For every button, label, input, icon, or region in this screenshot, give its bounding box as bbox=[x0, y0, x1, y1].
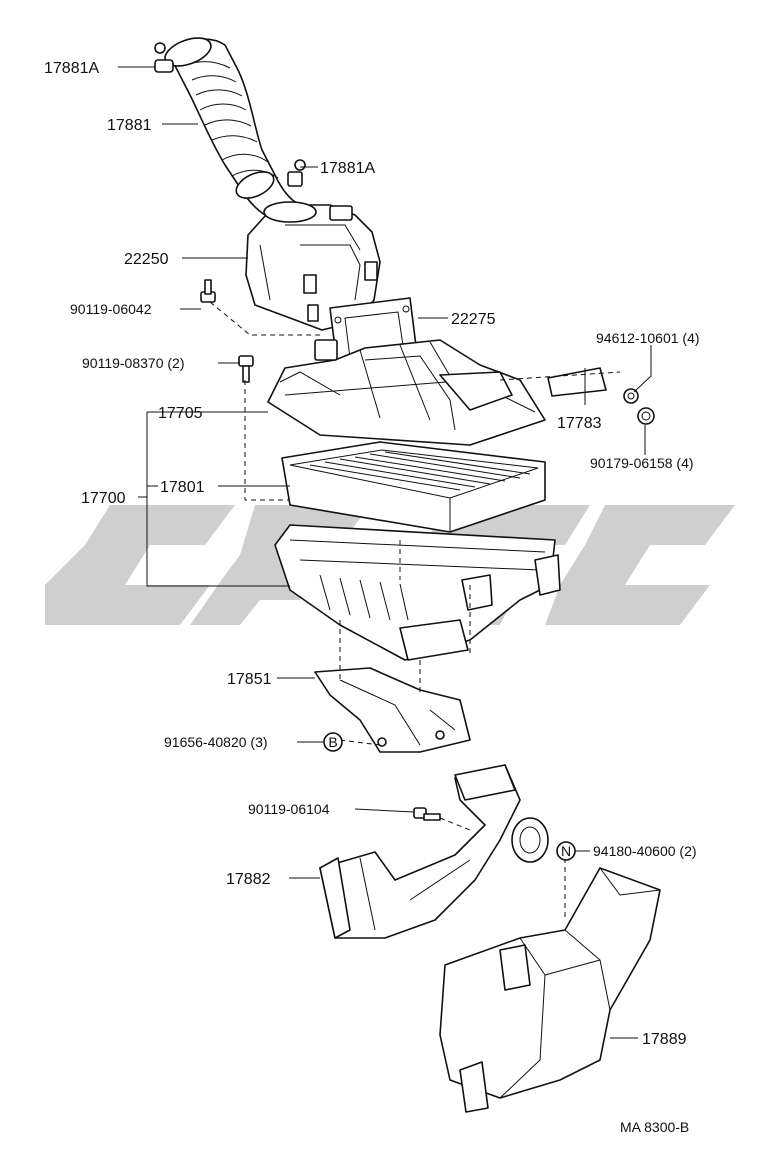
callout-17882: 17882 bbox=[226, 871, 271, 888]
callout-22275: 22275 bbox=[451, 311, 496, 328]
air-cleaner-case-17700 bbox=[274, 524, 561, 661]
callout-17881A-mid: 17881A bbox=[320, 160, 375, 177]
callout-91656-40820: 91656-40820 (3) bbox=[164, 734, 268, 750]
callout-17801: 17801 bbox=[160, 479, 205, 496]
assembly-dashed-lines bbox=[209, 301, 621, 920]
resonator-17889 bbox=[439, 867, 661, 1113]
part-drawings bbox=[154, 37, 661, 1113]
callout-94180-40600: 94180-40600 (2) bbox=[593, 843, 697, 859]
callout-90119-08370: 90119-08370 (2) bbox=[82, 355, 184, 371]
marker-n: N bbox=[556, 841, 576, 861]
marker-b: B bbox=[323, 732, 343, 752]
intake-hose-17881 bbox=[154, 37, 306, 226]
callout-17783: 17783 bbox=[557, 415, 602, 432]
filter-element-17801 bbox=[281, 441, 546, 533]
callout-17881: 17881 bbox=[107, 117, 152, 134]
air-cleaner-cap-17705 bbox=[267, 339, 546, 446]
diagram-code: MA 8300-B bbox=[620, 1119, 689, 1135]
fasteners bbox=[200, 279, 655, 821]
air-flow-meter-22250 bbox=[245, 201, 381, 331]
bracket-17851 bbox=[314, 667, 471, 753]
callout-90119-06042: 90119-06042 bbox=[70, 301, 152, 317]
callout-90179-06158: 90179-06158 (4) bbox=[590, 455, 694, 471]
callout-90119-06104: 90119-06104 bbox=[248, 801, 330, 817]
marker-n-label: N bbox=[561, 843, 571, 859]
callout-17881A-top: 17881A bbox=[44, 60, 99, 77]
intake-duct-17882 bbox=[319, 764, 549, 939]
marker-b-label: B bbox=[328, 734, 337, 750]
leader-lines bbox=[118, 66, 652, 1039]
callout-17705: 17705 bbox=[158, 405, 203, 422]
callout-17700: 17700 bbox=[81, 490, 126, 507]
callout-22250: 22250 bbox=[124, 251, 169, 268]
callout-17851: 17851 bbox=[227, 671, 272, 688]
callout-labels: 17881A 17881 17881A 22250 90119-06042 22… bbox=[44, 60, 700, 1135]
callout-94612-10601: 94612-10601 (4) bbox=[596, 330, 700, 346]
callout-17889: 17889 bbox=[642, 1031, 687, 1048]
